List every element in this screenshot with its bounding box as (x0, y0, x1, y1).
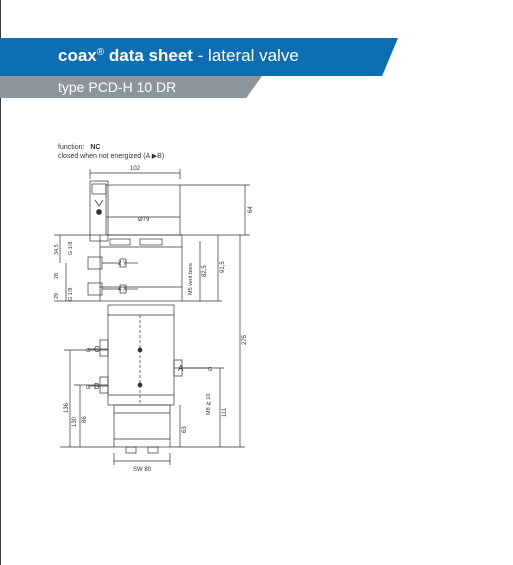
dim-diameter: Ø79 (138, 217, 150, 223)
technical-drawing: 102 Ø79 64 275 91,5 82,5 M5 vent bore 34… (54, 166, 254, 473)
dim-91-5: 91,5 (220, 261, 226, 273)
vent-bore-label: M5 vent bore (188, 263, 194, 295)
title-banner: coax® data sheet - lateral valve (0, 38, 398, 76)
port-a-label: A (178, 364, 184, 373)
g18-label: G 1/8 (68, 242, 74, 255)
g-c-label: G (86, 348, 90, 354)
port-c-label: C (94, 345, 100, 354)
coil-housing (89, 180, 109, 242)
function-label: function: (58, 144, 85, 151)
page-edge (0, 0, 1, 565)
dim-sw80: SW 80 (133, 467, 152, 473)
dim-136: 136 (64, 402, 70, 413)
g10-label: G 1/8 (68, 288, 74, 301)
type-banner: type PCD-H 10 DR (0, 76, 262, 98)
function-description: closed when not energized (A ▶B) (58, 153, 165, 160)
dim-29: 29 (54, 293, 60, 299)
port-2y-label: 2 Y (118, 261, 127, 267)
dim-111: 111 (222, 407, 228, 417)
title-bold: data sheet (108, 46, 193, 65)
port-b-label: B (94, 382, 99, 391)
pilot-block (99, 234, 183, 302)
g-a-label: G (208, 367, 212, 373)
registered-mark: ® (96, 47, 105, 58)
dim-63: 63 (182, 426, 188, 433)
title-rest: - lateral valve (192, 46, 299, 65)
m8-label: M8 ⪆ 10 (206, 394, 212, 415)
dim-82-5: 82,5 (202, 265, 208, 277)
dim-86: 86 (82, 416, 88, 423)
dim-34-5: 34,5 (54, 244, 60, 255)
dim-130: 130 (72, 416, 78, 427)
upper-body (105, 184, 181, 236)
function-value: NC (90, 144, 101, 151)
brand-name: coax (58, 46, 97, 65)
port-4x-label: 4 X (118, 287, 127, 293)
valve-body (107, 304, 175, 406)
dim-275: 275 (242, 334, 248, 345)
dim-28: 28 (54, 273, 60, 279)
g-b-label: G (86, 385, 90, 391)
dim-64: 64 (248, 206, 254, 213)
page-title: coax® data sheet - lateral valve (58, 46, 299, 66)
type-line: type PCD-H 10 DR (58, 79, 177, 95)
function-block: function: NC closed when not energized (… (58, 143, 164, 161)
dim-width-top: 102 (130, 166, 141, 172)
bottom-hex (113, 404, 171, 448)
